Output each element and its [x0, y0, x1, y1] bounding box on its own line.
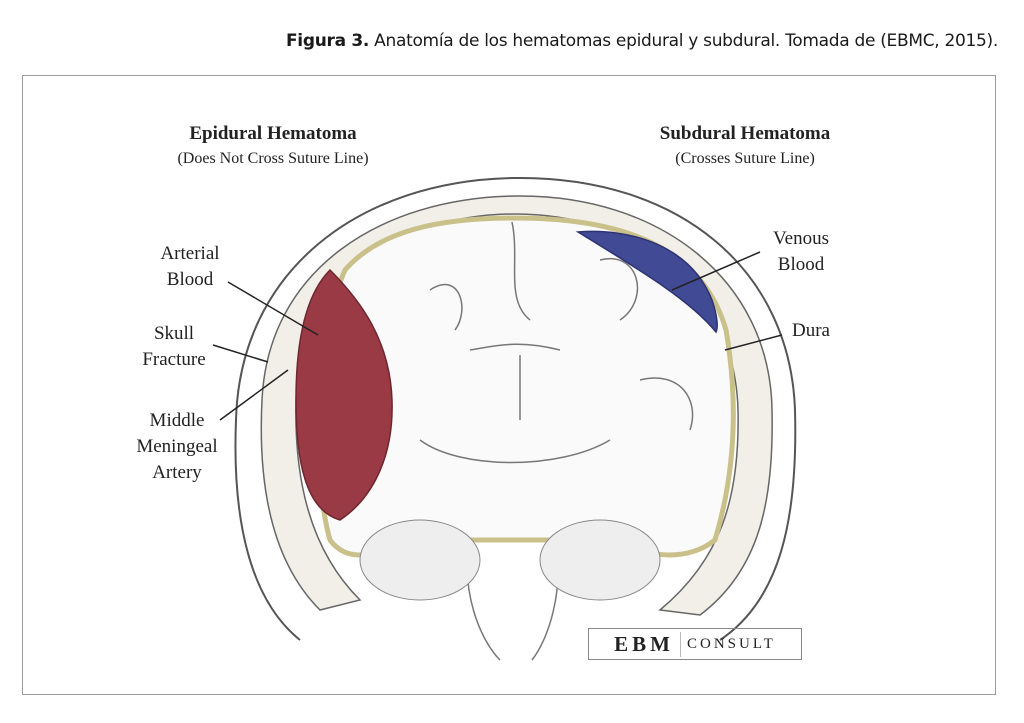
arrow-dura — [724, 334, 783, 351]
epidural-hematoma — [295, 268, 393, 521]
label-dura: Dura — [792, 320, 831, 341]
caption-text: Anatomía de los hematomas epidural y sub… — [369, 31, 998, 51]
subdural-title: Subdural Hematoma — [660, 123, 831, 144]
arrow-venous-blood — [671, 251, 761, 291]
arrow-middle-meningeal — [219, 369, 289, 421]
ebm-consult-logo: EBM CONSULT — [588, 628, 802, 660]
label-venous-blood: Blood — [778, 254, 825, 275]
figure-caption: Figura 3. Anatomía de los hematomas epid… — [286, 31, 998, 51]
logo-consult: CONSULT — [687, 635, 776, 652]
label-middle: Middle — [150, 410, 205, 431]
subdural-subtitle: (Crosses Suture Line) — [675, 150, 815, 167]
logo-ebm: EBM — [614, 631, 682, 657]
label-skull: Skull — [154, 323, 194, 344]
label-artery: Artery — [152, 462, 202, 483]
label-blood: Blood — [167, 269, 214, 290]
caption-label: Figura 3. — [285, 31, 370, 51]
cerebellum-right — [539, 519, 661, 601]
figure-frame — [22, 75, 996, 695]
epidural-subtitle: (Does Not Cross Suture Line) — [177, 150, 368, 167]
scalp-outline — [234, 176, 797, 641]
label-venous: Venous — [773, 228, 829, 249]
brain-fissure — [419, 221, 694, 464]
arrow-skull-fracture — [212, 344, 269, 363]
label-arterial: Arterial — [160, 243, 219, 264]
epidural-title: Epidural Hematoma — [189, 123, 357, 144]
label-meningeal: Meningeal — [136, 436, 217, 457]
label-fracture: Fracture — [142, 349, 205, 370]
arrow-arterial-blood — [227, 281, 319, 336]
cerebellum-left — [359, 519, 481, 601]
